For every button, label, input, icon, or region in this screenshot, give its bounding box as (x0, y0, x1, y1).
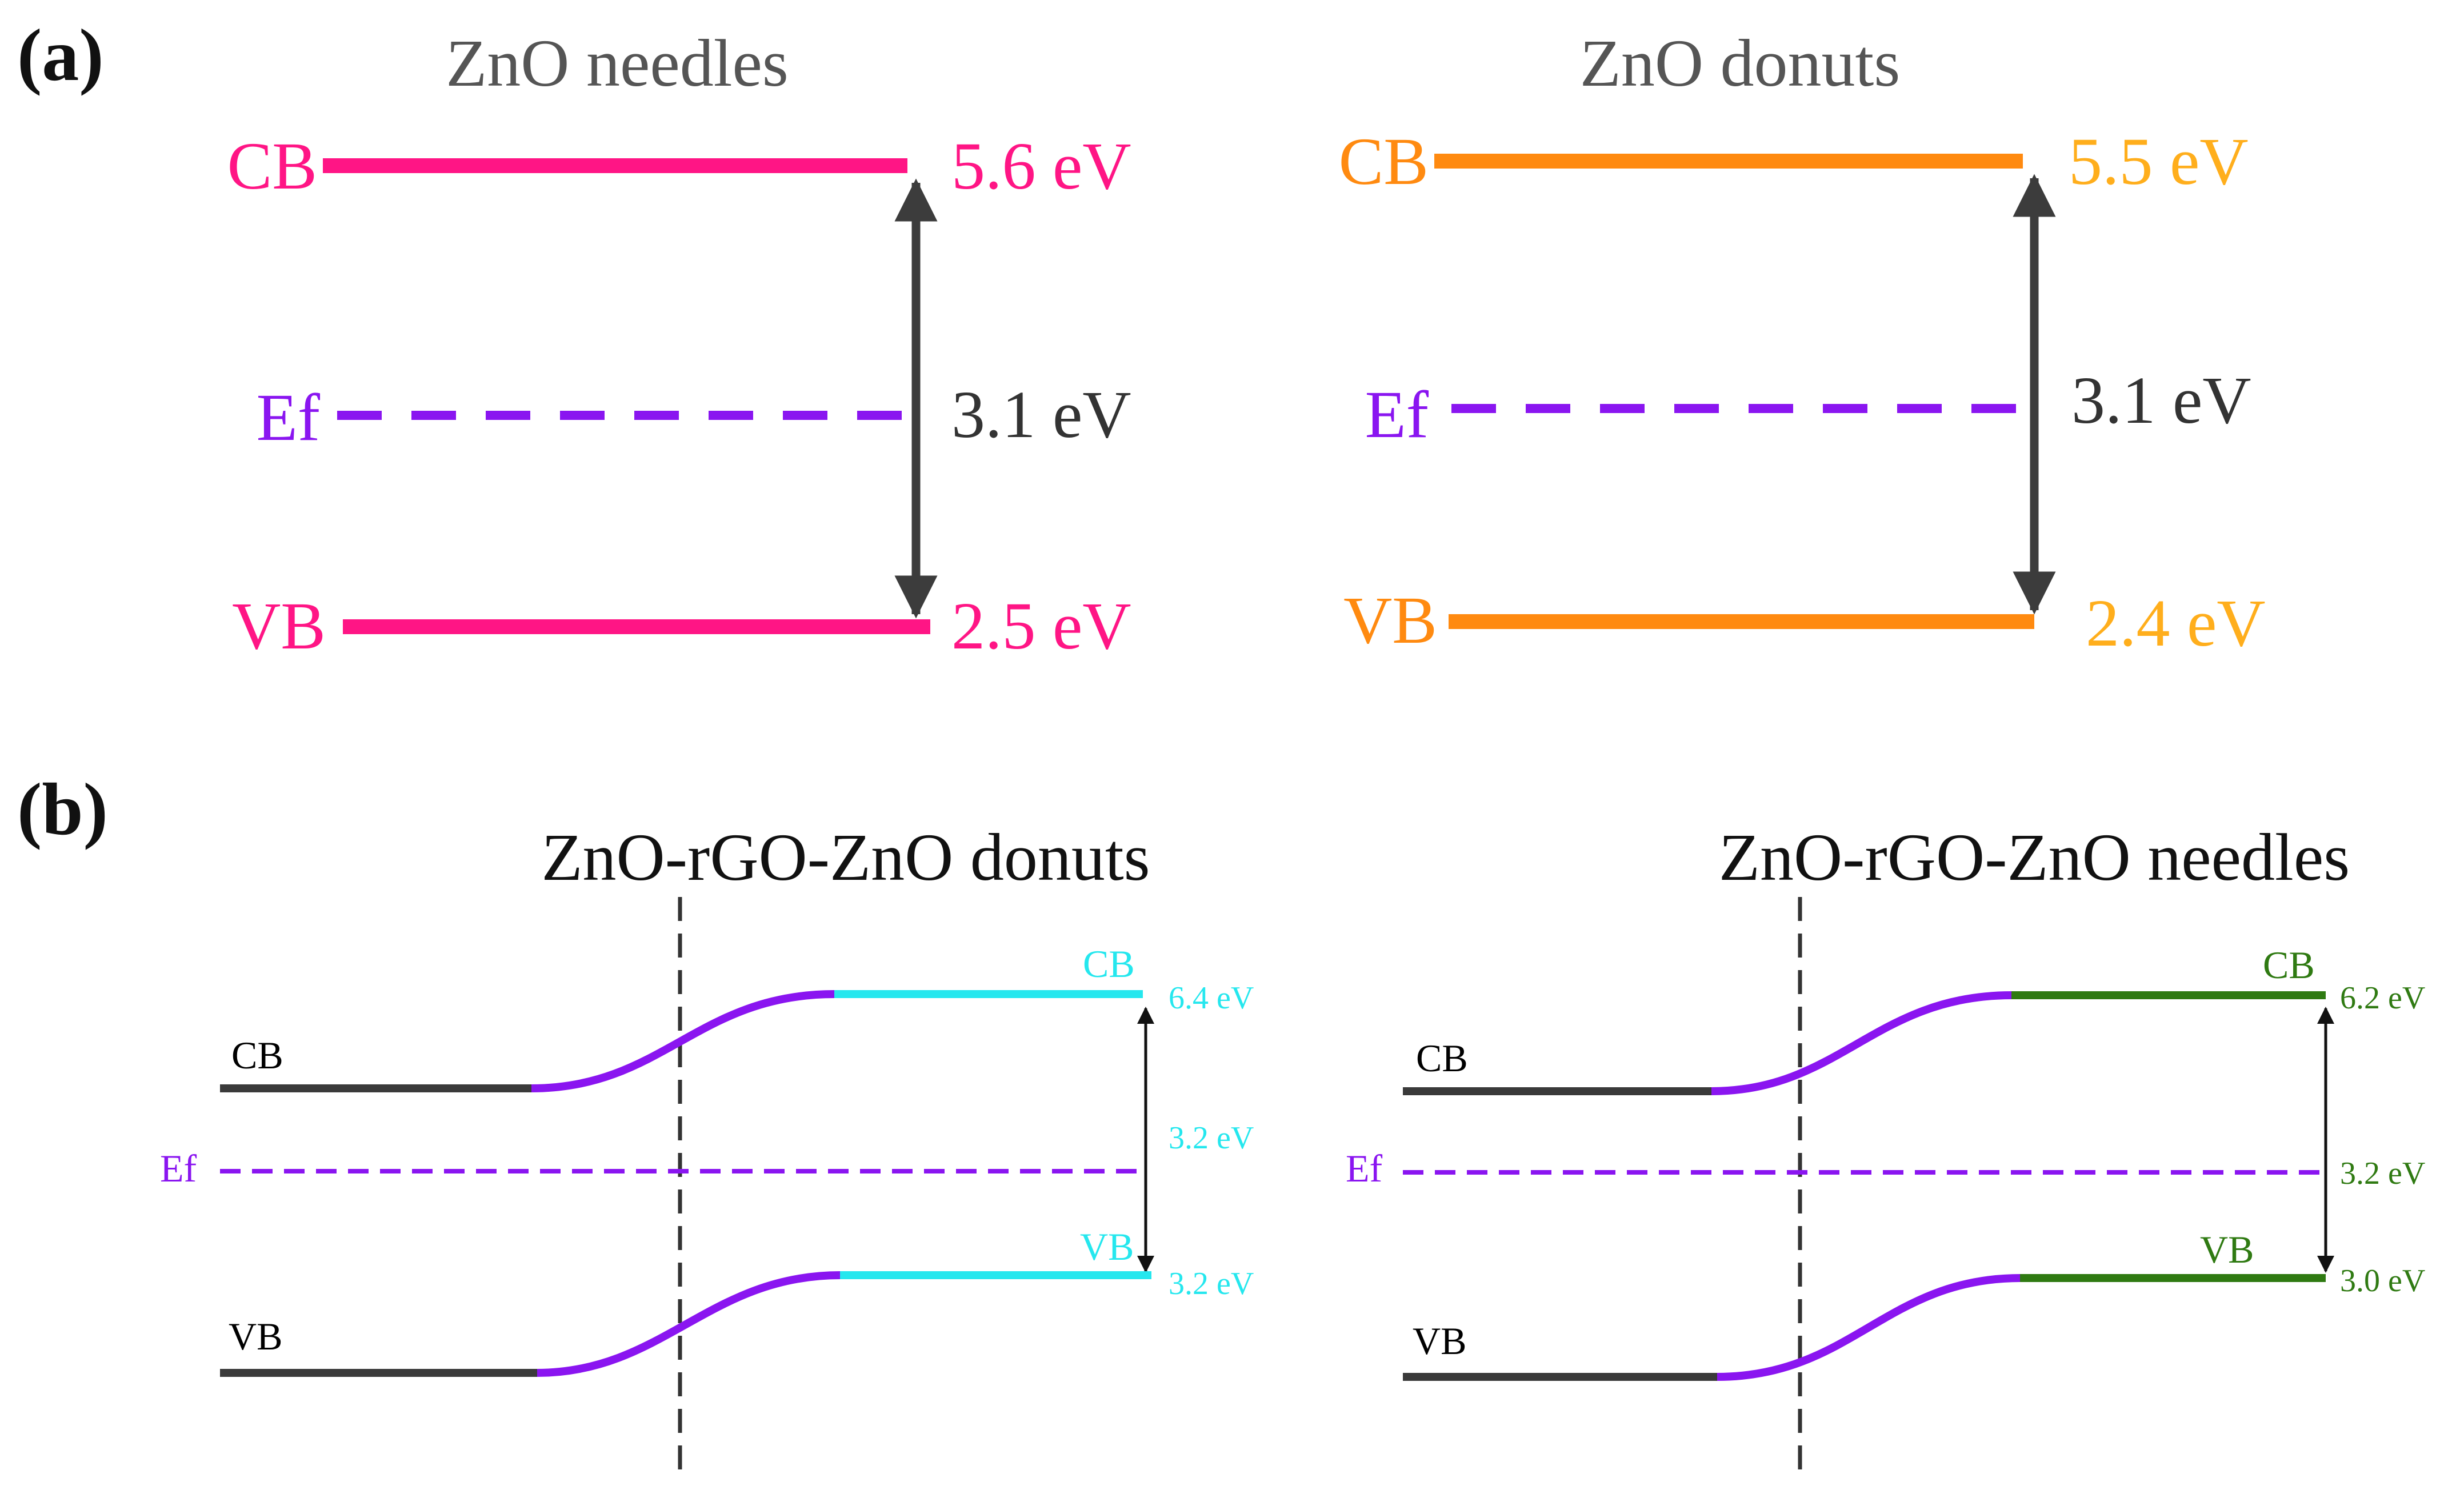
rgo-needles-cb-right-label: CB (2263, 943, 2315, 987)
rgo-donuts-vb-left-label: VB (229, 1315, 282, 1358)
needles-cb-value: 5.6 eV (951, 129, 1131, 203)
needles-vb-value: 2.5 eV (951, 588, 1131, 663)
needles-diagram: ZnO needles CB 5.6 eV Ef 3.1 eV VB 2.5 e… (227, 26, 1131, 663)
rgo-donuts-cb-left-label: CB (231, 1034, 283, 1077)
donuts-cb-value: 5.5 eV (2069, 124, 2249, 199)
needles-vb-label: VB (232, 588, 326, 663)
needles-ef-label: Ef (257, 380, 321, 455)
donuts-cb-label: CB (1339, 124, 1429, 199)
donuts-vb-value: 2.4 eV (2086, 586, 2266, 660)
panel-a-tag: (a) (17, 14, 104, 97)
rgo-donuts-cb-bend (531, 990, 835, 1092)
rgo-needles-vb-value: 3.0 eV (2340, 1263, 2425, 1299)
rgo-needles-cb-bend (1711, 991, 2012, 1095)
rgo-needles-vb-right-label: VB (2200, 1228, 2254, 1271)
panel-a: (a) ZnO needles CB 5.6 eV Ef 3.1 eV VB 2… (17, 14, 2266, 663)
rgo-donuts-cb-right-label: CB (1083, 942, 1135, 986)
rgo-needles-gap-value: 3.2 eV (2340, 1156, 2425, 1191)
rgo-needles-vb-bend (1717, 1274, 2021, 1381)
rgo-donuts-title: ZnO-rGO-ZnO donuts (541, 820, 1150, 895)
rgo-needles-title: ZnO-rGO-ZnO needles (1719, 820, 2350, 895)
donuts-diagram: ZnO donuts CB 5.5 eV Ef 3.1 eV VB 2.4 eV (1339, 26, 2266, 660)
needles-title: ZnO needles (446, 26, 789, 101)
rgo-donuts-vb-right-label: VB (1080, 1225, 1134, 1268)
donuts-vb-label: VB (1343, 583, 1437, 658)
rgo-needles-diagram: ZnO-rGO-ZnO needles CB CB 6.2 eV Ef 3.2 … (1346, 820, 2425, 1474)
needles-cb-label: CB (227, 129, 317, 203)
rgo-needles-cb-value: 6.2 eV (2340, 980, 2425, 1016)
donuts-title: ZnO donuts (1580, 26, 1901, 101)
panel-b-tag: (b) (17, 768, 108, 851)
panel-b: (b) ZnO-rGO-ZnO donuts CB CB 6.4 eV Ef 3… (17, 768, 2425, 1474)
donuts-ef-label: Ef (1365, 377, 1429, 452)
rgo-donuts-ef-label: Ef (160, 1147, 197, 1190)
rgo-needles-vb-left-label: VB (1413, 1319, 1466, 1363)
rgo-donuts-gap-value: 3.2 eV (1169, 1120, 1254, 1156)
rgo-needles-ef-label: Ef (1346, 1147, 1383, 1190)
rgo-needles-cb-left-label: CB (1416, 1036, 1468, 1080)
rgo-donuts-vb-bend (537, 1271, 841, 1377)
needles-gap-value: 3.1 eV (951, 377, 1131, 452)
rgo-donuts-diagram: ZnO-rGO-ZnO donuts CB CB 6.4 eV Ef 3.2 e… (160, 820, 1254, 1474)
rgo-donuts-cb-value: 6.4 eV (1169, 980, 1254, 1016)
rgo-donuts-vb-value: 3.2 eV (1169, 1266, 1254, 1301)
donuts-gap-value: 3.1 eV (2071, 363, 2251, 438)
